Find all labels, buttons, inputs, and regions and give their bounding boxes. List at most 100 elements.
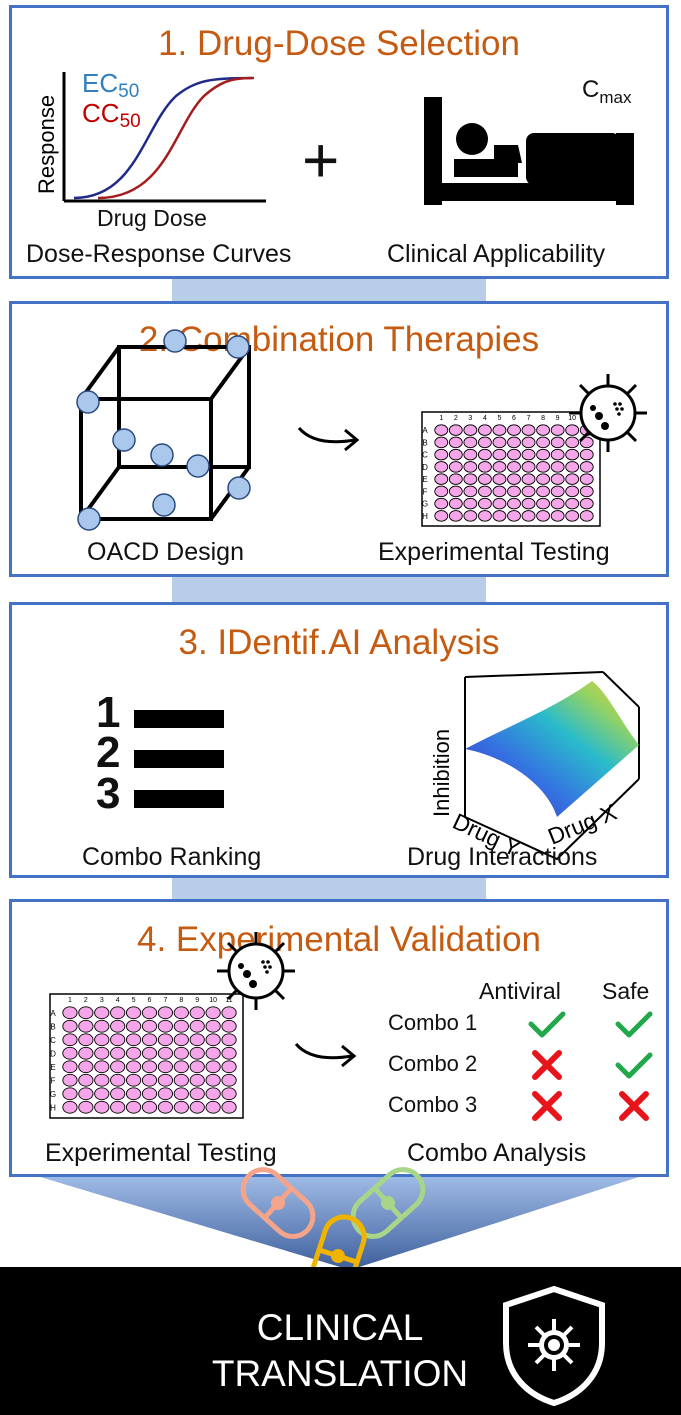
plate-well <box>157 1046 174 1060</box>
plate-well <box>550 510 565 522</box>
plate-well <box>157 1033 174 1047</box>
plate-well <box>536 485 551 498</box>
plate-well <box>221 1046 237 1060</box>
connector-3-4 <box>172 877 486 902</box>
plate-well <box>579 436 594 449</box>
plate-col-label: 3 <box>468 415 472 422</box>
plate-well <box>492 473 507 485</box>
combo-label: Combo 2 <box>388 1051 478 1076</box>
cmax-label: Cmax <box>582 76 632 107</box>
plate-col-label: 1 <box>68 997 72 1004</box>
capsule-orange <box>240 1167 316 1239</box>
plate-well <box>536 448 551 461</box>
plate-well <box>477 510 492 522</box>
plate-well <box>492 485 507 498</box>
plate-well <box>463 485 478 498</box>
antiviral-header: Antiviral <box>479 978 561 1004</box>
ranking-list-icon: 1 2 3 <box>96 688 236 819</box>
plate-col-label: 4 <box>483 415 487 422</box>
panel-title: 1. Drug-Dose Selection <box>158 24 520 63</box>
connector-1-2 <box>172 278 486 304</box>
plate-well <box>205 1019 221 1033</box>
plate-well <box>565 424 580 436</box>
plate-well <box>173 1073 189 1087</box>
footer-line-1: CLINICAL <box>256 1307 424 1348</box>
plate-well <box>579 448 594 461</box>
plate-well <box>78 1033 94 1047</box>
plate-well <box>62 1033 78 1047</box>
plate-well <box>141 1073 158 1087</box>
plate-row-label: A <box>50 1009 56 1018</box>
design-point <box>226 335 250 359</box>
plate-well <box>141 1060 158 1074</box>
y-axis-label: Response <box>34 95 59 194</box>
plate-well <box>448 497 463 510</box>
plate-well <box>507 497 521 510</box>
plate-col-label: 4 <box>116 997 120 1004</box>
plate-well <box>125 1033 142 1047</box>
plate-well <box>477 424 492 436</box>
experimental-testing-caption: Experimental Testing <box>378 538 610 566</box>
plate-well <box>579 461 594 473</box>
plate-well <box>205 1033 221 1047</box>
hospital-bed-icon <box>424 97 634 205</box>
plate-well <box>141 1100 158 1114</box>
combo-analysis-caption: Combo Analysis <box>407 1139 587 1167</box>
plate-well <box>125 1019 142 1033</box>
plate-well <box>434 485 449 498</box>
plate-well <box>94 1087 110 1101</box>
design-point <box>77 507 101 531</box>
design-point <box>186 454 210 478</box>
plate-well <box>157 1060 174 1074</box>
plate-row-label: C <box>50 1036 56 1045</box>
plate-col-label: 8 <box>541 415 545 422</box>
plate-well <box>565 473 580 485</box>
plate-row-label: E <box>422 475 427 484</box>
plate-well <box>477 485 492 498</box>
plate-well <box>507 510 521 522</box>
cc50-label: CC50 <box>82 98 141 132</box>
experimental-testing-caption: Experimental Testing <box>45 1139 277 1167</box>
plate-well <box>62 1019 78 1033</box>
plate-well <box>492 461 507 473</box>
plate-well <box>125 1073 142 1087</box>
check-icon <box>615 1011 653 1038</box>
plate-well <box>463 497 478 510</box>
plate-well <box>434 436 449 449</box>
plate-well <box>78 1006 94 1020</box>
panel-title: 2. Combination Therapies <box>138 320 540 359</box>
plate-well <box>477 436 492 449</box>
plate-row-label: H <box>50 1103 56 1112</box>
plate-well <box>221 1100 237 1114</box>
plate-col-label: 5 <box>132 997 136 1004</box>
plate-well <box>125 1060 142 1074</box>
plate-well <box>78 1073 94 1087</box>
plate-row-label: C <box>422 451 428 460</box>
plate-well <box>448 424 463 436</box>
plate-well <box>221 1019 237 1033</box>
plate-well <box>173 1100 189 1114</box>
plate-col-label: 2 <box>84 997 88 1004</box>
plate-well <box>78 1087 94 1101</box>
plate-well <box>141 1019 158 1033</box>
plate-well <box>125 1100 142 1114</box>
plate-well <box>477 497 492 510</box>
plate-well <box>536 461 551 473</box>
plate-well <box>492 497 507 510</box>
plate-well <box>205 1060 221 1074</box>
panel-title: 3. IDentif.AI Analysis <box>178 623 500 662</box>
footer-line-2: TRANSLATION <box>211 1353 469 1394</box>
plate-well <box>521 473 536 485</box>
plate-well <box>125 1046 142 1060</box>
plate-well <box>173 1087 189 1101</box>
plate-well <box>477 461 492 473</box>
plate-well <box>94 1100 110 1114</box>
cross-icon <box>532 1050 562 1080</box>
plate-well <box>448 485 463 498</box>
plate-well <box>448 473 463 485</box>
plate-well <box>78 1019 94 1033</box>
plate-col-label: 7 <box>527 415 531 422</box>
plate-well <box>434 510 449 522</box>
plate-well <box>565 461 580 473</box>
